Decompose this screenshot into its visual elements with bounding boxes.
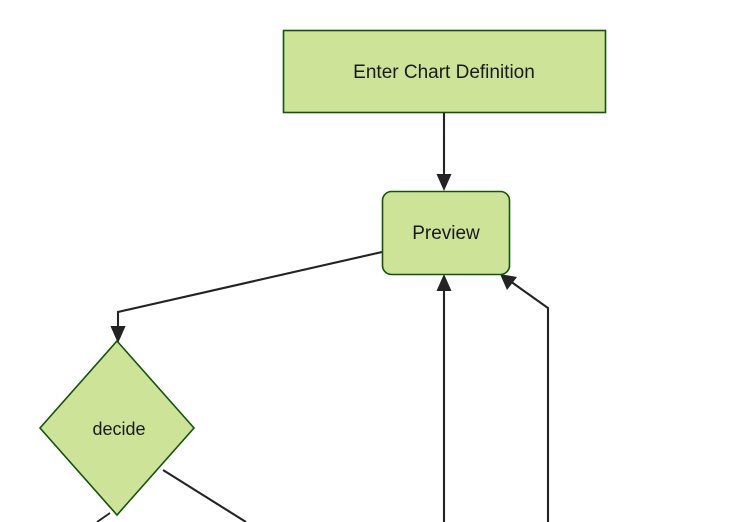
edge-line — [116, 250, 383, 332]
node-label-enter-chart-definition: Enter Chart Definition — [353, 62, 535, 83]
arrowhead-up-icon — [436, 274, 452, 291]
node-label-preview: Preview — [412, 223, 480, 244]
edge-line — [509, 280, 550, 522]
node-label-decide: decide — [92, 419, 145, 439]
arrowhead-into-decide-icon — [110, 326, 126, 343]
node-rounded-rectangle[interactable] — [381, 190, 511, 276]
node-preview[interactable]: Preview — [381, 190, 511, 276]
edge-line — [162, 469, 247, 522]
edge-bottom-center-to-preview — [436, 274, 452, 522]
edge-decide-to-offscreen-right — [162, 469, 247, 522]
node-enter-chart-definition[interactable]: Enter Chart Definition — [282, 29, 607, 114]
arrowhead-up-left-icon — [500, 274, 517, 290]
edge-enter-to-preview — [436, 113, 452, 191]
arrowhead-down-icon — [436, 174, 452, 191]
node-decide[interactable]: decide — [38, 339, 196, 517]
edge-layer — [96, 113, 550, 522]
node-diamond[interactable] — [38, 339, 196, 517]
edge-decide-to-offscreen-left — [96, 512, 111, 522]
node-rectangle[interactable] — [282, 29, 607, 114]
edge-line — [96, 512, 111, 522]
edge-bottom-right-to-preview — [500, 274, 550, 522]
node-layer: Enter Chart Definition Preview decide — [38, 29, 607, 517]
edge-preview-to-decide — [110, 250, 383, 343]
